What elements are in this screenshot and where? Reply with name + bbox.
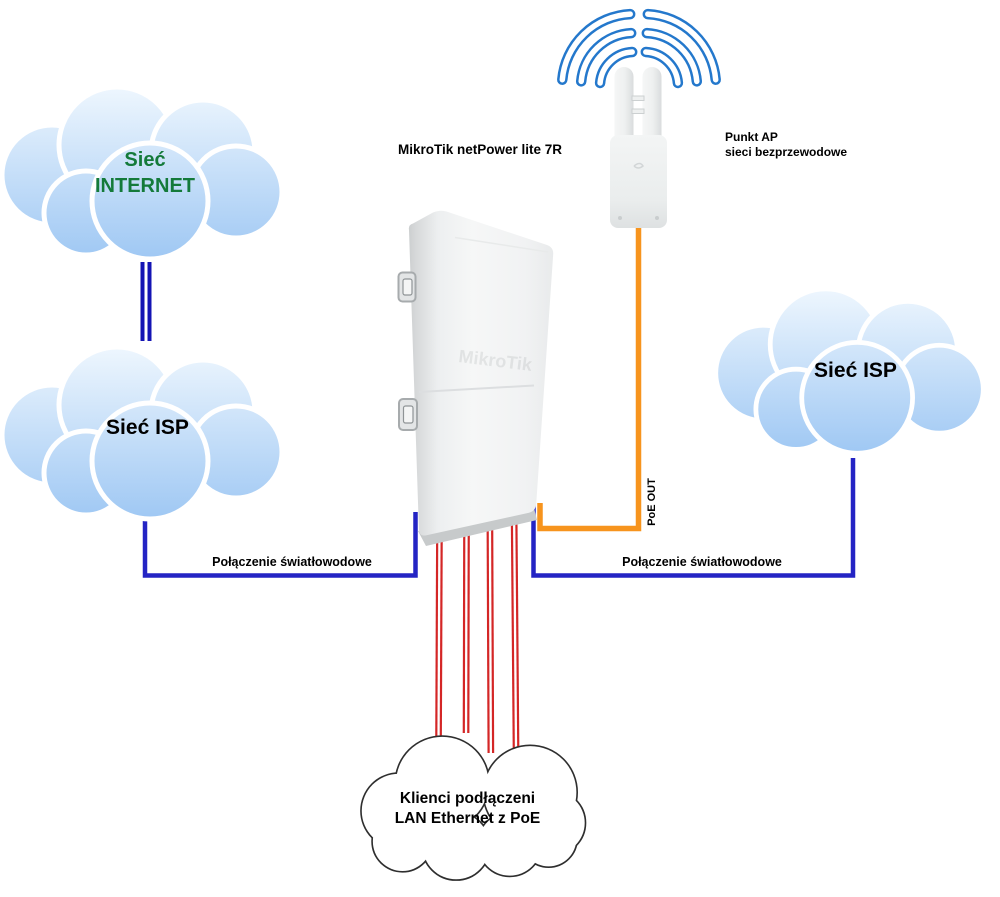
access-point-label-line1: Punkt AP (725, 130, 778, 144)
mount-clips (397, 271, 418, 431)
lan-cable-lines (435, 507, 520, 754)
fiber-line-left (142, 512, 418, 578)
fiber-right-label: Połączenie światłowodowe (622, 555, 782, 569)
clients-cloud-label-line1: Klienci podłączeni (399, 790, 536, 807)
fiber-line-right (531, 458, 856, 578)
wifi-waves-icon (557, 8, 721, 89)
router-device-image: MikroTik (397, 210, 554, 546)
access-point-image (610, 67, 667, 228)
antenna-right (642, 67, 662, 145)
internet-cloud-label-line1: Sieć (124, 149, 166, 171)
isp-right-cloud-label: Sieć ISP (814, 359, 897, 382)
ap-body (610, 135, 667, 228)
poe-out-label: PoE OUT (646, 478, 658, 526)
poe-cable-line (537, 224, 642, 532)
internet-cloud-label: Sieć INTERNET (45, 147, 245, 199)
isp-left-cloud-label: Sieć ISP (106, 416, 189, 439)
clients-cloud-label-line2: LAN Ethernet z PoE (394, 810, 541, 827)
uplink-double-line (140, 262, 152, 341)
internet-cloud-label-line2: INTERNET (95, 175, 195, 197)
router-label: MikroTik netPower lite 7R (397, 142, 563, 157)
access-point-label-line2: sieci bezprzewodowe (725, 145, 848, 159)
antenna-left (614, 67, 634, 145)
access-point-label: Punkt AP sieci bezprzewodowe (725, 130, 905, 160)
fiber-left-label: Połączenie światłowodowe (212, 555, 372, 569)
clients-cloud-label: Klienci podłączeni LAN Ethernet z PoE (360, 789, 575, 829)
